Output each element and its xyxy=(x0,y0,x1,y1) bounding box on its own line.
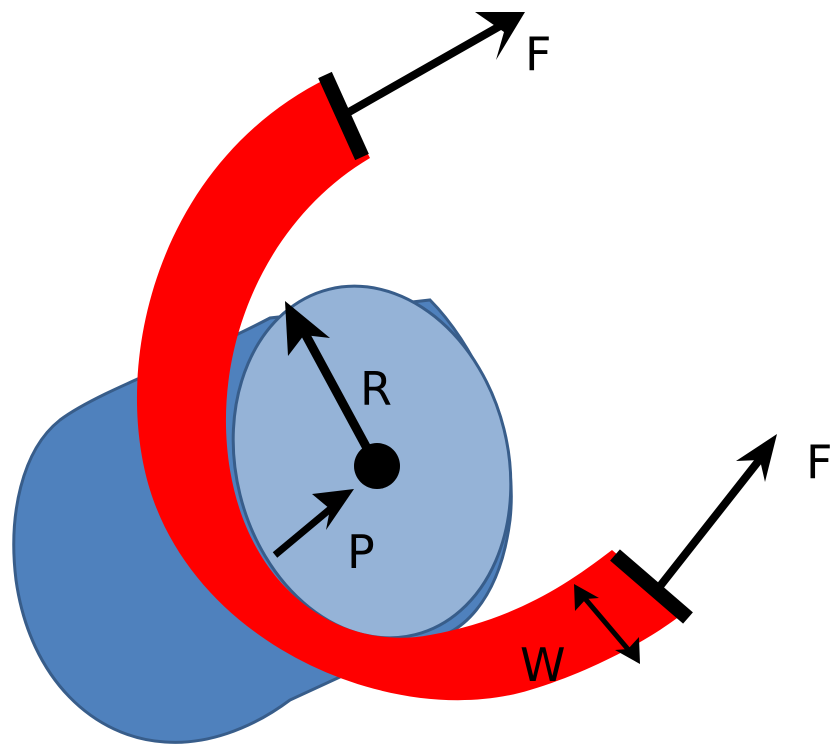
width-label: W xyxy=(520,638,565,692)
pressure-arrowhead xyxy=(312,489,354,530)
bottom-force-arrowhead xyxy=(736,434,777,482)
width-double-arrow-shaft xyxy=(580,593,634,656)
radius-label: R xyxy=(360,362,392,416)
brake-band xyxy=(136,78,685,701)
top-force-arrowhead xyxy=(475,12,525,60)
pressure-label: P xyxy=(347,525,375,579)
pressure-arrow-shaft xyxy=(272,502,338,558)
bottom-band-end-cap xyxy=(610,549,693,624)
bottom-force-label: F xyxy=(806,435,830,489)
radius-arrowhead xyxy=(285,301,330,356)
width-arrowhead-bottom xyxy=(615,637,640,664)
bottom-force-arrow-shaft xyxy=(653,451,768,593)
radius-arrow-shaft xyxy=(298,325,379,466)
top-force-label: F xyxy=(525,27,551,81)
drum-center-dot xyxy=(354,443,400,489)
width-arrowhead-top xyxy=(574,584,599,611)
top-force-arrow-shaft xyxy=(347,22,502,116)
top-band-end-cap xyxy=(318,71,369,161)
